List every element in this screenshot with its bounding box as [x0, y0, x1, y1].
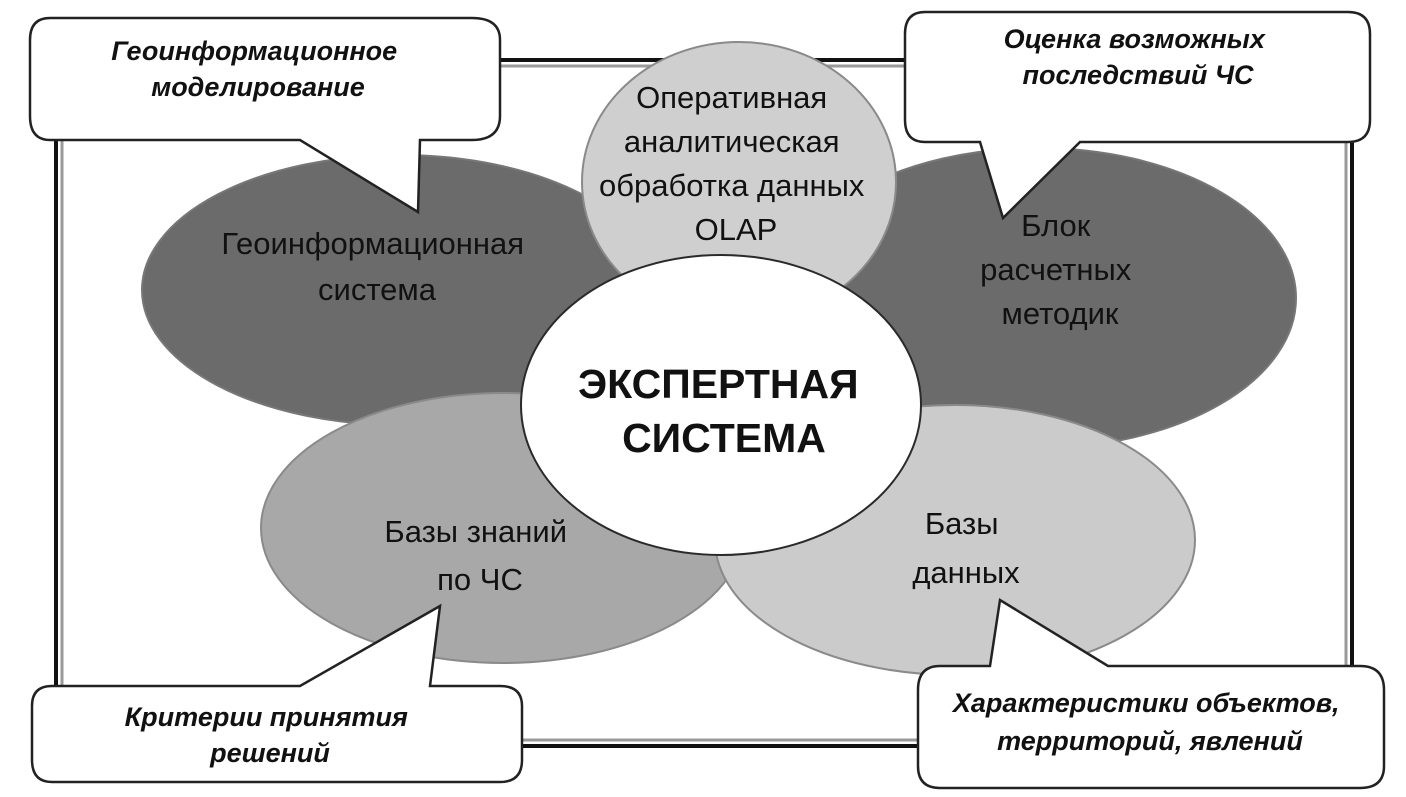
petal-knowledge-line2: по ЧС	[437, 562, 523, 597]
callout-modeling-line1: Геоинформационное	[111, 36, 397, 66]
petal-knowledge-line1: Базы знаний	[384, 514, 567, 549]
svg-text:Критерии принятия решени: Критерии принятия решений	[125, 702, 416, 768]
callout-characteristics-line1: Характеристики объектов,	[951, 688, 1340, 718]
callout-modeling: Геоинформационное моделирование	[28, 16, 502, 215]
petal-databases-line2: данных	[912, 555, 1020, 590]
callout-consequences-line1: Оценка возможных	[1004, 24, 1266, 54]
petal-olap-line4: OLAP	[695, 212, 778, 247]
center-circle	[520, 254, 922, 556]
center-label: ЭКСПЕРТНАЯ СИСТЕМА	[578, 361, 870, 461]
petal-olap-label: Оперативная аналитическая обработка данн…	[599, 80, 873, 247]
petal-gis-line1: Геоинформационная	[221, 226, 524, 261]
petal-gis-label: Геоинформационная система	[221, 226, 532, 307]
callout-consequences: Оценка возможных последствий ЧС	[903, 10, 1372, 221]
svg-text:Оценка возможных последс: Оценка возможных последствий ЧС	[1004, 24, 1273, 90]
petal-gis-line2: система	[318, 272, 437, 307]
petal-knowledge-label: Базы знаний по ЧС	[384, 514, 575, 597]
callout-modeling-bubble	[28, 16, 502, 215]
petal-databases-line1: Базы	[925, 506, 999, 541]
callout-criteria-line1: Критерии принятия	[125, 702, 408, 732]
callout-characteristics: Характеристики объектов, территорий, явл…	[916, 597, 1386, 790]
petal-methods-line3: методик	[1002, 296, 1119, 331]
petal-olap-line3: обработка данных	[599, 168, 865, 203]
center-line2: СИСТЕМА	[622, 415, 826, 461]
callout-modeling-line2: моделирование	[151, 72, 365, 102]
petal-methods-line1: Блок	[1021, 208, 1091, 243]
petal-olap-line1: Оперативная	[636, 80, 827, 115]
center-line1: ЭКСПЕРТНАЯ	[578, 361, 859, 407]
callout-criteria: Критерии принятия решений	[30, 603, 524, 784]
petal-olap-line2: аналитическая	[624, 124, 840, 159]
petal-databases-label: Базы данных	[912, 506, 1020, 590]
callout-criteria-line2: решений	[209, 738, 330, 768]
callout-consequences-line2: последствий ЧС	[1023, 60, 1254, 90]
svg-text:Характеристики объектов,: Характеристики объектов, территорий, явл…	[951, 688, 1347, 756]
callout-consequences-bubble	[903, 10, 1372, 221]
callout-characteristics-bubble	[916, 597, 1386, 790]
svg-text:Геоинформационное модели: Геоинформационное моделирование	[111, 36, 404, 102]
callout-characteristics-line2: территорий, явлений	[997, 726, 1303, 756]
petal-methods-line2: расчетных	[980, 252, 1132, 287]
petal-methods-label: Блок расчетных методик	[980, 208, 1140, 331]
callout-criteria-bubble	[30, 603, 524, 784]
